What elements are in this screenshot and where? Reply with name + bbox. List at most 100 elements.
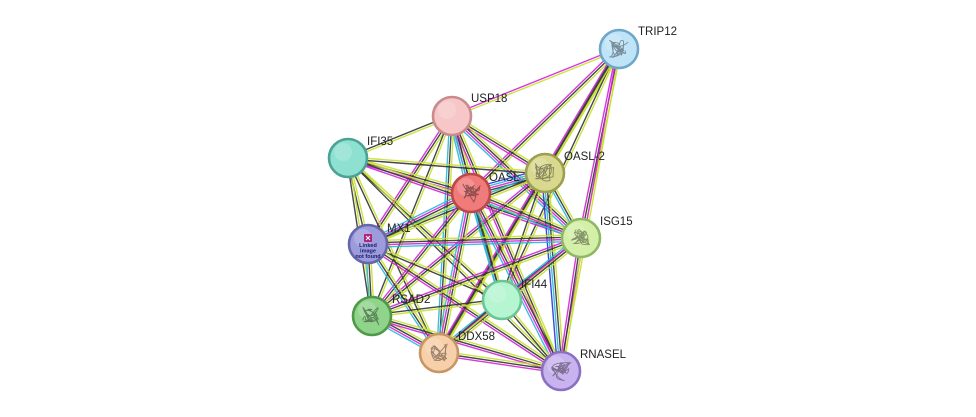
edge-strand-textmining (473, 191, 565, 370)
edge-strand-textmining (367, 234, 581, 242)
node-label: USP18 (471, 93, 507, 105)
edge-strand-experiments (370, 235, 581, 315)
edge-strand-textmining (372, 313, 562, 370)
edge-strand-textmining (369, 242, 442, 353)
edge-trip12-usp18[interactable] (451, 47, 620, 118)
edge-oasl2-rnasel[interactable] (541, 172, 565, 372)
node-usp18[interactable]: USP18 (431, 93, 507, 137)
edge-strand-textmining (547, 172, 565, 371)
broken-image-text: Linked (359, 243, 377, 249)
edge-strand-textmining (348, 156, 504, 300)
edge-mx1-ifi44[interactable] (367, 242, 503, 302)
protein-structure-icon (462, 183, 481, 204)
edge-mx1-isg15[interactable] (367, 234, 582, 248)
edge-strand-databases (365, 244, 438, 355)
edge-strand-experiments (558, 237, 580, 371)
edge-strand-experiments (436, 171, 544, 353)
edge-strand-experiments (369, 191, 470, 316)
edge-oasl-ddx58[interactable] (435, 192, 475, 354)
edge-strand-textmining (372, 300, 503, 318)
edge-strand-experiments (366, 245, 561, 374)
node-label: IFI44 (521, 279, 548, 291)
edge-strand-experiments (451, 47, 619, 116)
edge-isg15-rnasel[interactable] (558, 237, 584, 372)
edge-strand-experiments (450, 116, 581, 240)
edge-strand-coexpression (560, 237, 582, 372)
edge-strand-textmining (372, 239, 583, 319)
node-highlight (334, 143, 352, 161)
node-ifi44[interactable]: IFI44 (481, 279, 548, 321)
broken-image-text: image (360, 249, 376, 255)
edge-strand-databases (366, 170, 545, 243)
edge-strand-textmining (562, 238, 584, 372)
edge-strand-coexpression (367, 236, 581, 244)
edge-strand-coexpression (367, 243, 562, 372)
edge-strand-experiments (469, 193, 561, 372)
node-isg15[interactable]: ISG15 (560, 216, 633, 259)
protein-structure-icon (362, 306, 380, 326)
edge-strand-coexpression (471, 192, 563, 371)
edge-strand-coexpression (347, 158, 545, 175)
edge-strand-cooccurrence (541, 173, 559, 372)
edge-strand-coexpression (438, 115, 453, 354)
edge-strand-coexpression (371, 298, 502, 316)
node-rsad2[interactable]: RSAD2 (351, 294, 430, 337)
edge-strand-experiments (542, 47, 618, 173)
node-label: MX1 (387, 223, 411, 235)
edge-strand-experiments (578, 48, 618, 238)
edge-strand-textmining (439, 350, 562, 370)
edge-ifi35-oasl2[interactable] (347, 156, 546, 175)
edge-strand-textmining (373, 193, 474, 318)
edge-strand-textmining (348, 155, 472, 192)
node-label: IFI35 (367, 136, 393, 148)
node-label: RSAD2 (392, 294, 430, 306)
edge-strand-coexpression (470, 48, 620, 194)
node-oasl[interactable]: OASL (450, 172, 520, 214)
edge-strand-coexpression (347, 157, 472, 194)
edge-strand-textmining (348, 157, 441, 353)
edge-strand-textmining (453, 114, 564, 371)
edge-strand-databases (543, 173, 561, 372)
edge-strand-textmining (453, 113, 584, 237)
node-circle (347, 223, 389, 265)
edge-ifi35-oasl[interactable] (347, 155, 472, 196)
edge-isg15-rsad2[interactable] (370, 235, 583, 319)
node-highlight (354, 229, 372, 247)
node-oasl2[interactable]: OASL-2 (524, 151, 605, 194)
edge-strand-textmining (348, 156, 546, 173)
edge-strand-coexpression (438, 352, 562, 372)
protein-structure-icon (430, 343, 448, 362)
node-rnasel[interactable]: RNASEL (540, 349, 627, 392)
edge-strand-experiments (438, 354, 561, 374)
edge-ifi44-rsad2[interactable] (371, 298, 503, 318)
edge-strand-textmining (452, 49, 620, 118)
node-circle (431, 95, 473, 137)
edge-oasl-rsad2[interactable] (369, 191, 474, 318)
edge-strand-coexpression (545, 172, 563, 371)
node-highlight (438, 101, 456, 119)
protein-structure-icon (534, 163, 555, 182)
edge-ddx58-rnasel[interactable] (438, 350, 562, 374)
node-trip12[interactable]: TRIP12 (598, 26, 677, 70)
node-highlight (488, 285, 506, 303)
edge-strand-textmining (369, 116, 455, 246)
edge-strand-coexpression (439, 193, 473, 354)
node-ddx58[interactable]: DDX58 (418, 331, 495, 374)
broken-image-text: not found (355, 254, 380, 260)
node-ifi35[interactable]: IFI35 (327, 136, 393, 179)
protein-structure-icon (571, 229, 591, 246)
edge-strand-databases (435, 192, 469, 353)
edge-strand-databases (368, 240, 582, 248)
protein-structure-icon (550, 361, 572, 381)
edge-strand-textmining (368, 242, 503, 300)
edge-strand-coexpression (371, 192, 472, 317)
edge-strand-databases (436, 115, 451, 353)
node-label: DDX58 (458, 331, 495, 343)
node-circle (481, 279, 523, 321)
edge-strand-textmining (441, 193, 475, 354)
node-label: TRIP12 (638, 26, 677, 38)
